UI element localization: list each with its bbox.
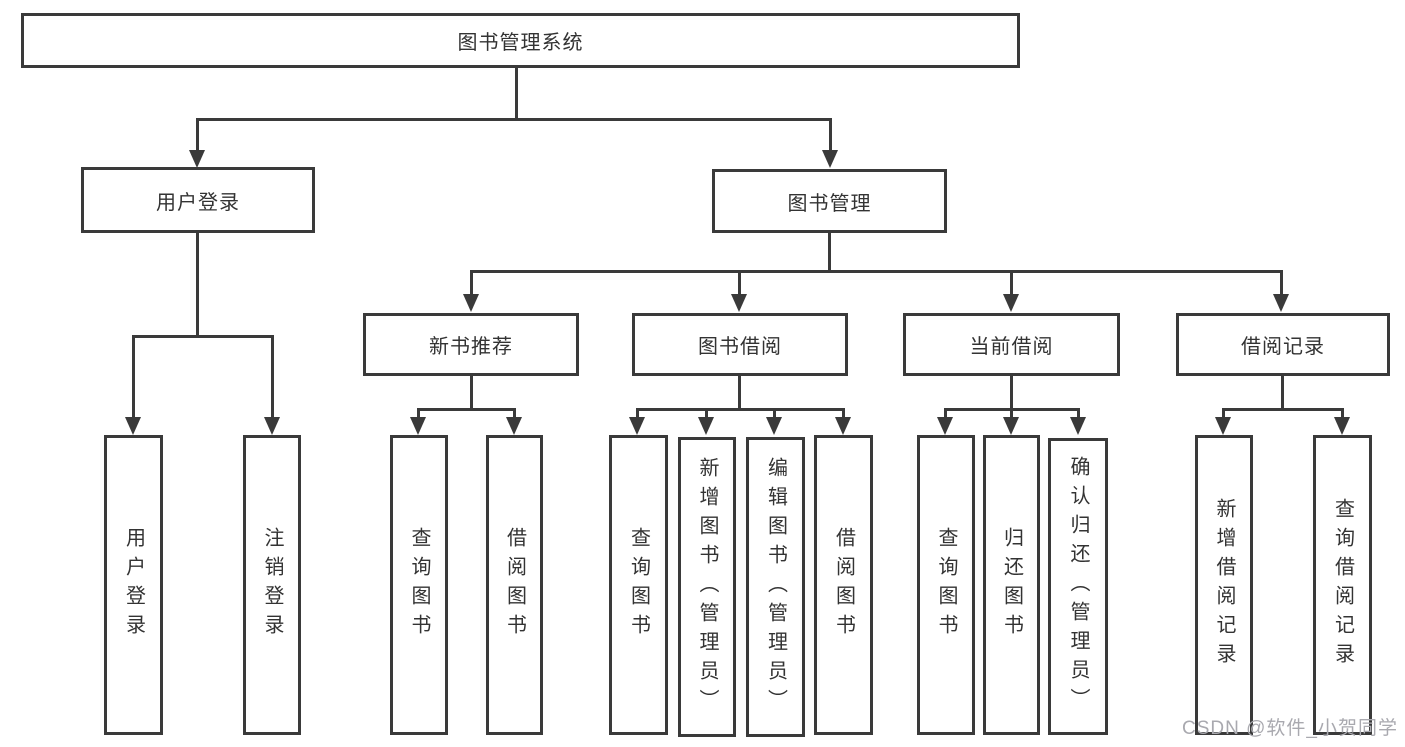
arrow-down-icon xyxy=(264,417,280,435)
connector-line xyxy=(1010,376,1013,410)
node-label: 用户登录 xyxy=(156,191,240,214)
leaf-query-books-recommend: 查询图书 xyxy=(390,435,448,735)
connector-line xyxy=(196,118,199,152)
connector-line xyxy=(132,335,135,419)
node-user-login: 用户登录 xyxy=(81,167,315,233)
arrow-down-icon xyxy=(1003,417,1019,435)
connector-line xyxy=(417,408,420,419)
connector-line xyxy=(944,408,947,419)
node-label: 图书管理 xyxy=(787,192,872,215)
node-borrowing-records: 借阅记录 xyxy=(1176,313,1390,376)
arrow-down-icon xyxy=(1215,417,1231,435)
leaf-query-borrow-record: 查询借阅记录 xyxy=(1313,435,1372,735)
connector-line xyxy=(636,408,639,419)
connector-line xyxy=(705,408,708,419)
connector-line xyxy=(1281,376,1284,410)
leaf-borrow-books-borrowing: 借阅图书 xyxy=(814,435,873,735)
leaf-label: 借阅图书 xyxy=(832,527,855,643)
leaf-edit-book-admin: 编辑图书（管理员） xyxy=(746,437,805,737)
connector-line xyxy=(1010,408,1013,419)
node-current-borrowing: 当前借阅 xyxy=(903,313,1120,376)
arrow-down-icon xyxy=(822,150,838,168)
leaf-label: 新增图书（管理员） xyxy=(696,456,718,718)
leaf-label: 编辑图书（管理员） xyxy=(764,456,787,718)
connector-line xyxy=(1010,270,1013,296)
connector-line xyxy=(513,408,516,419)
connector-line xyxy=(1341,408,1344,419)
arrow-down-icon xyxy=(189,150,205,168)
leaf-confirm-return-admin: 确认归还（管理员） xyxy=(1048,438,1108,735)
connector-line xyxy=(1280,270,1283,296)
node-label: 新书推荐 xyxy=(429,336,513,358)
node-label: 图书管理系统 xyxy=(457,32,584,54)
leaf-query-books-borrowing: 查询图书 xyxy=(609,435,668,735)
connector-line xyxy=(470,270,1283,273)
leaf-label: 归还图书 xyxy=(1000,527,1023,643)
leaf-label: 查询图书 xyxy=(408,527,430,643)
leaf-label: 确认归还（管理员） xyxy=(1067,456,1089,717)
arrow-down-icon xyxy=(698,417,714,435)
leaf-add-borrow-record: 新增借阅记录 xyxy=(1195,435,1253,735)
arrow-down-icon xyxy=(410,417,426,435)
leaf-label: 新增借阅记录 xyxy=(1213,498,1235,672)
arrow-down-icon xyxy=(125,417,141,435)
leaf-query-books-current: 查询图书 xyxy=(917,435,975,735)
csdn-watermark: CSDN @软件_小贺同学 xyxy=(1182,718,1398,739)
arrow-down-icon xyxy=(629,417,645,435)
connector-line xyxy=(470,270,473,296)
leaf-return-books: 归还图书 xyxy=(983,435,1040,735)
leaf-label: 借阅图书 xyxy=(503,527,526,643)
connector-line xyxy=(842,408,845,419)
arrow-down-icon xyxy=(766,417,782,435)
arrow-down-icon xyxy=(1334,417,1350,435)
connector-line xyxy=(133,335,274,338)
leaf-label: 用户登录 xyxy=(122,527,145,643)
connector-line xyxy=(417,408,515,411)
connector-line xyxy=(738,376,741,410)
connector-line xyxy=(515,68,518,120)
connector-line xyxy=(829,118,832,152)
arrow-down-icon xyxy=(731,294,747,312)
node-book-management: 图书管理 xyxy=(712,169,947,233)
arrow-down-icon xyxy=(463,294,479,312)
arrow-down-icon xyxy=(506,417,522,435)
connector-line xyxy=(738,270,741,296)
arrow-down-icon xyxy=(937,417,953,435)
arrow-down-icon xyxy=(1273,294,1289,312)
connector-line xyxy=(196,118,832,121)
connector-line xyxy=(470,376,473,410)
connector-line xyxy=(1222,408,1344,411)
leaf-label: 查询借阅记录 xyxy=(1331,498,1354,672)
leaf-add-book-admin: 新增图书（管理员） xyxy=(678,437,736,737)
node-label: 借阅记录 xyxy=(1241,336,1325,358)
node-book-borrowing: 图书借阅 xyxy=(632,313,848,376)
node-new-book-recommendation: 新书推荐 xyxy=(363,313,579,376)
connector-line xyxy=(636,408,845,411)
leaf-logout: 注销登录 xyxy=(243,435,301,735)
leaf-label: 查询图书 xyxy=(627,527,650,643)
connector-line xyxy=(1077,408,1080,419)
connector-line xyxy=(828,233,831,272)
node-label: 图书借阅 xyxy=(698,336,782,358)
arrow-down-icon xyxy=(1070,417,1086,435)
connector-line xyxy=(773,408,776,419)
arrow-down-icon xyxy=(835,417,851,435)
leaf-borrow-books-recommend: 借阅图书 xyxy=(486,435,543,735)
leaf-label: 注销登录 xyxy=(261,527,283,643)
node-library-management-system: 图书管理系统 xyxy=(21,13,1020,68)
leaf-user-login: 用户登录 xyxy=(104,435,163,735)
leaf-label: 查询图书 xyxy=(935,527,957,643)
node-label: 当前借阅 xyxy=(969,336,1054,358)
connector-line xyxy=(196,233,199,337)
connector-line xyxy=(271,335,274,419)
arrow-down-icon xyxy=(1003,294,1019,312)
connector-line xyxy=(1222,408,1225,419)
